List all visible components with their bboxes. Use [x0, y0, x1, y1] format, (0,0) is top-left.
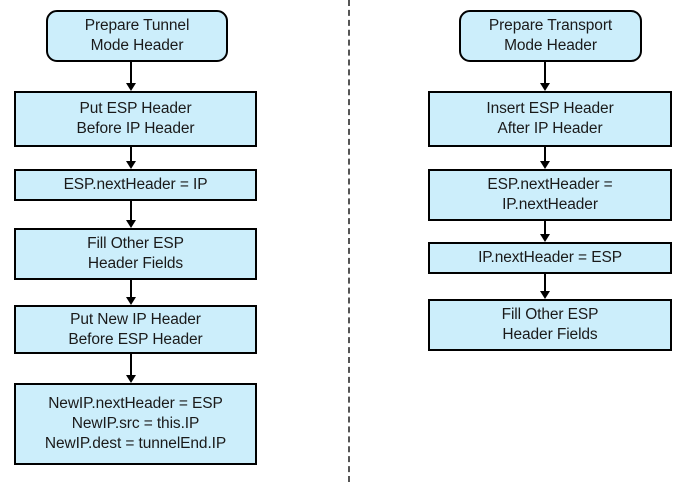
arrow-head-icon — [540, 291, 550, 299]
connector-arrow — [539, 274, 551, 299]
node-label: Fill Other ESP Header Fields — [87, 235, 184, 272]
node-label: Prepare Tunnel Mode Header — [84, 17, 190, 54]
node-label: Prepare Transport Mode Header — [488, 17, 613, 54]
connector-arrow — [125, 201, 137, 228]
node-label: Insert ESP Header After IP Header — [486, 100, 614, 137]
node-label: ESP.nextHeader = IP — [63, 176, 208, 194]
flowchart-node-transport-step-1[interactable]: Insert ESP Header After IP Header — [428, 91, 672, 147]
arrow-shaft — [544, 62, 546, 84]
node-label: Put ESP Header Before IP Header — [76, 100, 195, 137]
connector-arrow — [125, 354, 137, 383]
arrow-shaft — [130, 62, 132, 84]
arrow-head-icon — [126, 297, 136, 305]
node-label: ESP.nextHeader = IP.nextHeader — [487, 176, 613, 213]
connector-arrow — [125, 147, 137, 169]
arrow-shaft — [544, 221, 546, 235]
connector-arrow — [539, 62, 551, 91]
arrow-shaft — [544, 147, 546, 162]
connector-arrow — [125, 62, 137, 91]
flowchart-node-tunnel-step-3[interactable]: Fill Other ESP Header Fields — [14, 228, 257, 280]
flowchart-node-transport-step-2[interactable]: ESP.nextHeader = IP.nextHeader — [428, 169, 672, 221]
connector-arrow — [125, 280, 137, 305]
arrow-shaft — [130, 354, 132, 376]
arrow-head-icon — [126, 83, 136, 91]
flowchart-node-tunnel-step-2[interactable]: ESP.nextHeader = IP — [14, 169, 257, 201]
arrow-head-icon — [126, 220, 136, 228]
arrow-head-icon — [540, 83, 550, 91]
arrow-head-icon — [540, 161, 550, 169]
arrow-shaft — [130, 147, 132, 162]
connector-arrow — [539, 221, 551, 242]
node-label: Fill Other ESP Header Fields — [501, 306, 599, 343]
arrow-shaft — [544, 274, 546, 292]
arrow-head-icon — [126, 161, 136, 169]
node-label: IP.nextHeader = ESP — [478, 249, 622, 267]
flowchart-node-tunnel-step-1[interactable]: Put ESP Header Before IP Header — [14, 91, 257, 147]
node-label: Put New IP Header Before ESP Header — [68, 310, 203, 348]
flowchart-node-transport-step-4[interactable]: Fill Other ESP Header Fields — [428, 299, 672, 351]
arrow-shaft — [130, 280, 132, 298]
node-label: NewIP.nextHeader = ESP NewIP.src = this.… — [44, 395, 227, 452]
connector-arrow — [539, 147, 551, 169]
flowchart-node-tunnel-step-4[interactable]: Put New IP Header Before ESP Header — [14, 305, 257, 354]
flowchart-node-tunnel-start[interactable]: Prepare Tunnel Mode Header — [46, 10, 228, 62]
flowchart-node-transport-start[interactable]: Prepare Transport Mode Header — [459, 10, 642, 62]
arrow-head-icon — [126, 375, 136, 383]
arrow-shaft — [130, 201, 132, 221]
arrow-head-icon — [540, 234, 550, 242]
flowchart-node-transport-step-3[interactable]: IP.nextHeader = ESP — [428, 242, 672, 274]
flowchart-node-tunnel-step-5[interactable]: NewIP.nextHeader = ESP NewIP.src = this.… — [14, 383, 257, 465]
vertical-dashed-divider — [348, 0, 350, 482]
